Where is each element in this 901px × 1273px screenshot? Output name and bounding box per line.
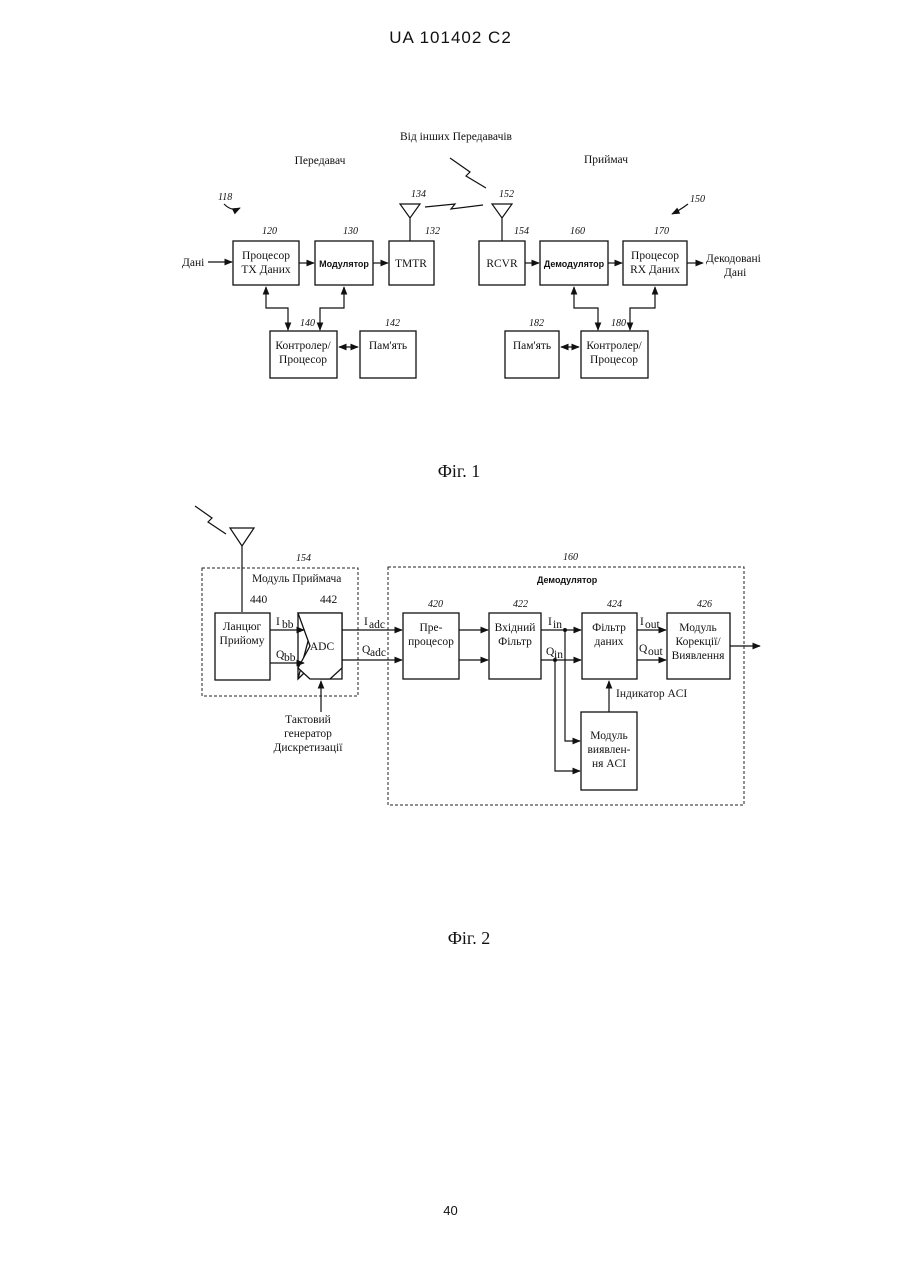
ref-154: 154 — [514, 226, 529, 237]
ref-440: 440 — [250, 594, 268, 606]
sampling-clock-label: Тактовий — [285, 714, 331, 726]
ref-150: 150 — [690, 194, 705, 205]
svg-text:I: I — [364, 616, 368, 628]
ref-140: 140 — [300, 318, 315, 329]
ref-arrow-icon — [224, 204, 240, 209]
svg-text:out: out — [645, 619, 661, 631]
svg-text:Ланцюг: Ланцюг — [223, 621, 262, 633]
svg-text:Пре-: Пре- — [420, 622, 443, 634]
figure-1: Від інших Передавачів Передавач Приймач … — [182, 131, 761, 481]
svg-text:виявлен-: виявлен- — [588, 744, 631, 756]
svg-text:TMTR: TMTR — [395, 258, 427, 270]
ref-132: 132 — [425, 226, 440, 237]
svg-text:bb: bb — [284, 652, 296, 664]
svg-text:генератор: генератор — [284, 728, 332, 740]
ref-424: 424 — [607, 599, 622, 610]
transmitter-label: Передавач — [295, 155, 346, 167]
receiver-label: Приймач — [584, 154, 628, 166]
ref-442: 442 — [320, 594, 338, 606]
aci-indicator-label: Індикатор ACI — [616, 688, 687, 700]
svg-text:Прийому: Прийому — [220, 635, 265, 647]
svg-text:даних: даних — [594, 636, 623, 648]
svg-text:Пам'ять: Пам'ять — [513, 340, 551, 352]
svg-text:Модулятор: Модулятор — [319, 259, 369, 269]
ref-118: 118 — [218, 192, 232, 203]
ref-420: 420 — [428, 599, 443, 610]
ref-120: 120 — [262, 226, 277, 237]
ref-154: 154 — [296, 553, 311, 564]
rx-memory-block — [505, 331, 559, 378]
ref-arrow-icon — [672, 204, 688, 214]
svg-text:RCVR: RCVR — [486, 258, 518, 270]
ref-160: 160 — [570, 226, 585, 237]
figure-2-caption: Фіг. 2 — [448, 928, 491, 948]
ref-180: 180 — [611, 318, 626, 329]
svg-text:Процесор: Процесор — [279, 354, 327, 366]
other-transmitters-label: Від інших Передавачів — [400, 131, 513, 143]
demodulator-label: Демодулятор — [537, 575, 598, 585]
svg-text:Корекції/: Корекції/ — [675, 636, 721, 648]
svg-text:bb: bb — [282, 619, 294, 631]
ref-142: 142 — [385, 318, 400, 329]
svg-text:adc: adc — [370, 647, 386, 659]
figure-1-caption: Фіг. 1 — [438, 461, 481, 481]
svg-text:Фільтр: Фільтр — [592, 622, 626, 634]
svg-text:ня ACI: ня ACI — [592, 758, 626, 770]
ref-160: 160 — [563, 552, 578, 563]
decoded-data-label: Декодовані — [706, 253, 761, 265]
svg-text:процесор: процесор — [408, 636, 454, 648]
svg-text:Дискретизації: Дискретизації — [274, 742, 344, 754]
svg-text:Q: Q — [639, 643, 648, 655]
svg-text:Процесор: Процесор — [590, 354, 638, 366]
svg-text:TX Даних: TX Даних — [241, 264, 290, 276]
svg-text:Демодулятор: Демодулятор — [544, 259, 605, 269]
svg-text:adc: adc — [369, 619, 385, 631]
svg-text:ADC: ADC — [310, 641, 335, 653]
svg-text:Контролер/: Контролер/ — [275, 340, 331, 352]
svg-text:Контролер/: Контролер/ — [586, 340, 642, 352]
ref-152: 152 — [499, 189, 514, 200]
svg-text:Модуль: Модуль — [679, 622, 716, 634]
tx-antenna-icon — [400, 204, 420, 242]
figure-2: 154 Модуль Приймача 160 Демодулятор 440 … — [195, 506, 760, 948]
svg-text:Процесор: Процесор — [631, 250, 679, 262]
ref-130: 130 — [343, 226, 358, 237]
svg-text:I: I — [276, 616, 280, 628]
svg-text:Дані: Дані — [724, 267, 746, 279]
svg-text:RX Даних: RX Даних — [630, 264, 680, 276]
lightning-bolt-icon — [450, 158, 486, 188]
ref-422: 422 — [513, 599, 528, 610]
svg-text:Виявлення: Виявлення — [672, 650, 726, 662]
page-number: 40 — [0, 1203, 901, 1218]
svg-text:Процесор: Процесор — [242, 250, 290, 262]
receiver-module-label: Модуль Приймача — [252, 573, 341, 585]
svg-text:Пам'ять: Пам'ять — [369, 340, 407, 352]
lightning-bolt-icon — [195, 506, 226, 534]
input-data-label: Дані — [182, 257, 204, 269]
svg-text:Модуль: Модуль — [590, 730, 627, 742]
svg-text:Вхідний: Вхідний — [495, 622, 536, 634]
svg-text:I: I — [548, 616, 552, 628]
ref-182: 182 — [529, 318, 544, 329]
rx-antenna-icon — [492, 204, 512, 242]
svg-text:in: in — [553, 619, 562, 631]
rx-data-processor-block — [623, 241, 687, 285]
ref-170: 170 — [654, 226, 669, 237]
tx-memory-block — [360, 331, 416, 378]
svg-text:I: I — [640, 616, 644, 628]
tx-data-processor-block — [233, 241, 299, 285]
wireless-link-icon — [425, 204, 483, 209]
svg-text:out: out — [648, 646, 664, 658]
svg-text:Фільтр: Фільтр — [498, 636, 532, 648]
ref-134: 134 — [411, 189, 426, 200]
ref-426: 426 — [697, 599, 712, 610]
